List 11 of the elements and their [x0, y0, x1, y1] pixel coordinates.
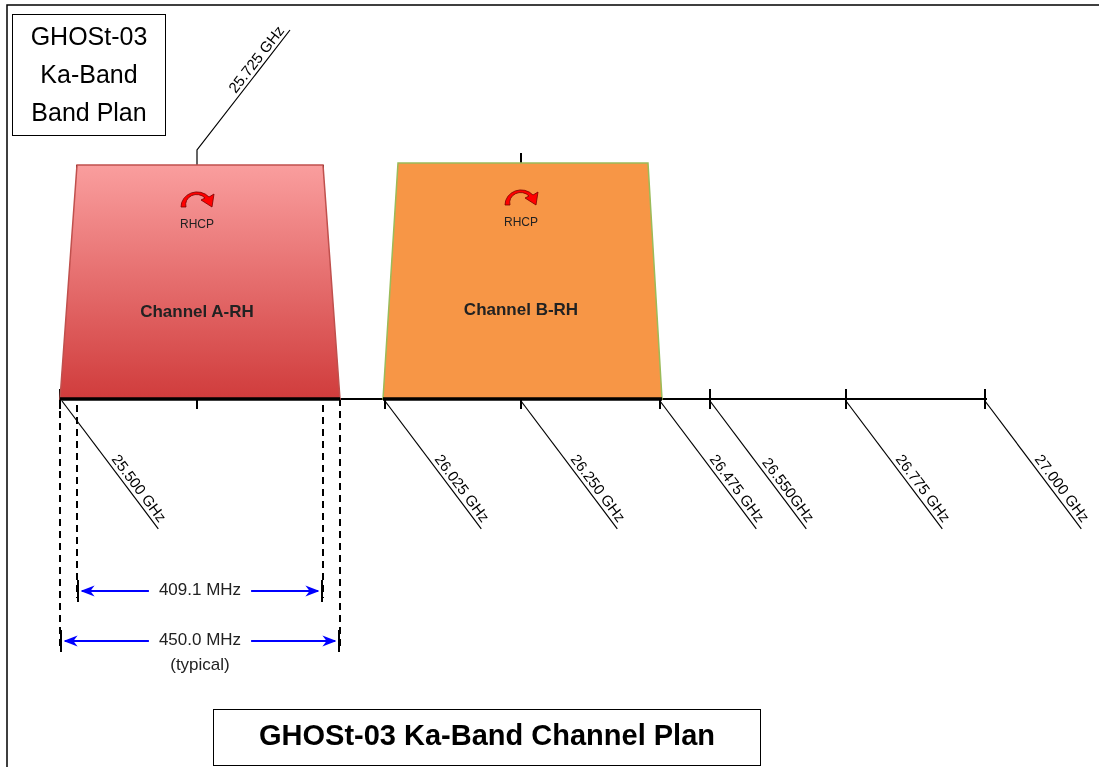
dimension-label: 450.0 MHz — [158, 630, 242, 650]
title-box: GHOSt-03 Ka-Band Band Plan — [12, 14, 166, 136]
polarization-label: RHCP — [180, 217, 214, 231]
dimension-label: 409.1 MHz — [158, 580, 242, 600]
channel-label: Channel A-RH — [140, 301, 254, 322]
polarization-label: RHCP — [504, 215, 538, 229]
caption-box: GHOSt-03 Ka-Band Channel Plan — [213, 709, 761, 766]
channel-trapezoid — [60, 165, 340, 399]
channel-label: Channel B-RH — [463, 299, 579, 320]
dimension-note: (typical) — [170, 655, 230, 675]
channel-trapezoid — [383, 163, 662, 399]
